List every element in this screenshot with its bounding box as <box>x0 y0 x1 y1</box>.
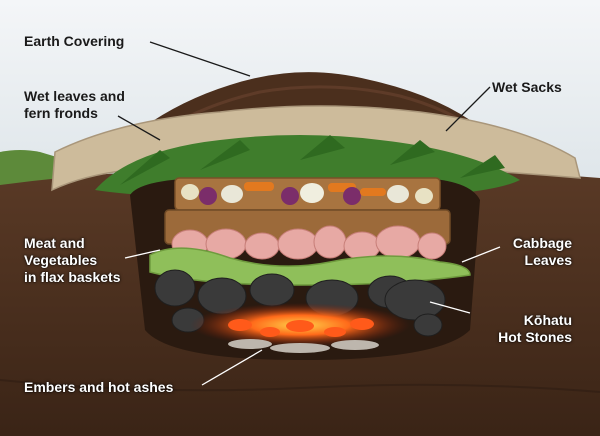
label-earth-covering: Earth Covering <box>24 33 125 49</box>
leader-lines-light <box>124 246 501 386</box>
label-embers-hot-ashes: Embers and hot ashes <box>24 379 174 395</box>
label-cabbage-leaves: Cabbage Leaves <box>512 235 572 268</box>
vegetables <box>181 182 433 205</box>
label-wet-sacks: Wet Sacks <box>492 79 562 95</box>
embers <box>228 318 374 337</box>
label-kohatu-hot-stones: Kōhatu Hot Stones <box>498 312 572 345</box>
leader-lines-dark <box>117 41 491 141</box>
hot-ashes <box>228 339 379 353</box>
label-wet-leaves: Wet leaves and fern fronds <box>24 88 125 121</box>
label-meat-vegetables: Meat and Vegetables in flax baskets <box>24 235 121 285</box>
fern-fronds <box>120 135 505 185</box>
